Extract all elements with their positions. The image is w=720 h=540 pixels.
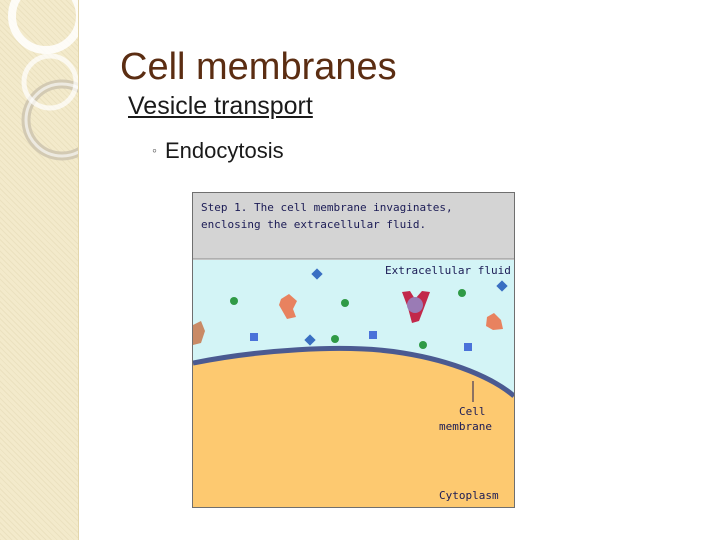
blue-square-molecule xyxy=(369,331,377,339)
bullet-item: ◦ Endocytosis xyxy=(152,138,284,164)
step-caption-line1: Step 1. The cell membrane invaginates, xyxy=(201,201,453,214)
orange-protein xyxy=(486,313,503,330)
blue-square-molecule xyxy=(464,343,472,351)
blue-square-molecule xyxy=(250,333,258,341)
decorative-rings xyxy=(8,0,78,161)
green-molecule xyxy=(341,299,349,307)
endocytosis-diagram: Step 1. The cell membrane invaginates, e… xyxy=(193,193,514,507)
cytoplasm-label: Cytoplasm xyxy=(439,489,499,502)
cell-membrane-label-line1: Cell xyxy=(459,405,486,418)
orange-protein xyxy=(193,321,205,345)
cytoplasm-region xyxy=(193,348,514,507)
cell-membrane-label-line2: membrane xyxy=(439,420,492,433)
bullet-circle-icon: ◦ xyxy=(152,142,157,158)
bullet-text: Endocytosis xyxy=(164,138,284,163)
slide-subtitle: Vesicle transport xyxy=(128,92,313,120)
green-molecule xyxy=(419,341,427,349)
caption-band xyxy=(193,193,514,259)
cell-membrane xyxy=(193,345,514,398)
endocytosis-figure: Step 1. The cell membrane invaginates, e… xyxy=(192,192,515,508)
orange-protein xyxy=(279,294,297,319)
green-molecule xyxy=(230,297,238,305)
cargo-molecule xyxy=(407,297,423,313)
green-molecule xyxy=(458,289,466,297)
step-caption-line2: enclosing the extracellular fluid. xyxy=(201,218,426,231)
extracellular-fluid-label: Extracellular fluid xyxy=(385,264,511,277)
decorative-sidebar xyxy=(0,0,79,540)
green-molecule xyxy=(331,335,339,343)
slide-title: Cell membranes xyxy=(120,46,397,88)
